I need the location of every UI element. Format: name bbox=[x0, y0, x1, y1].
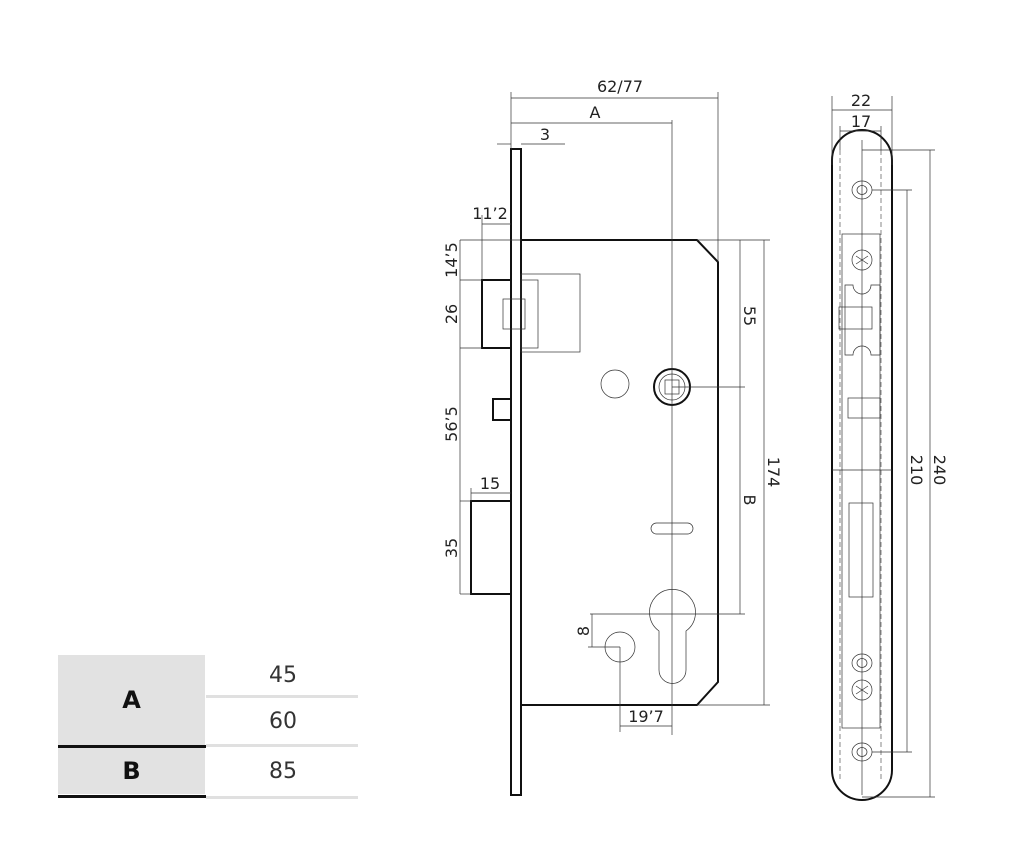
latch-housing bbox=[520, 279, 539, 349]
latch-bolt bbox=[481, 279, 512, 349]
row-divider bbox=[58, 745, 206, 748]
table-value-a-1: 45 bbox=[269, 663, 297, 688]
dim-overall-depth: 62/77 bbox=[597, 77, 643, 96]
auxiliary-latch bbox=[492, 398, 512, 421]
row-divider bbox=[206, 695, 358, 698]
dim-faceplate-thickness: 3 bbox=[540, 125, 550, 144]
dim-latch-offset: 14’5 bbox=[442, 242, 461, 278]
dim-top-to-follower: 55 bbox=[740, 306, 759, 326]
inner-plate bbox=[841, 233, 881, 729]
lock-side-view: 62/77 A 3 11’2 15 14’5 26 56’5 35 8 55 B… bbox=[442, 77, 783, 796]
latch-opening bbox=[844, 284, 881, 356]
dim-deadbolt-projection: 15 bbox=[480, 474, 500, 493]
dim-case-height: 174 bbox=[764, 457, 783, 488]
dim-latch-projection: 11’2 bbox=[472, 204, 508, 223]
screw-icon bbox=[851, 249, 873, 271]
lock-case bbox=[521, 239, 719, 706]
dim-faceplate-length: 240 bbox=[930, 455, 949, 486]
dim-cylinder-spacing: 19’7 bbox=[628, 707, 664, 726]
dim-faceplate-width: 22 bbox=[851, 91, 871, 110]
faceplate-front bbox=[831, 129, 893, 801]
dim-deadbolt-height: 35 bbox=[442, 538, 461, 558]
latch-front bbox=[838, 306, 873, 330]
dim-screw-spacing: 210 bbox=[907, 455, 926, 486]
latch-housing-outer bbox=[520, 273, 581, 353]
dim-latch-to-deadbolt: 56’5 bbox=[442, 406, 461, 442]
table-value-b: 85 bbox=[269, 759, 297, 784]
table-key-a: A bbox=[58, 655, 205, 745]
dim-cylinder-offset: 8 bbox=[574, 626, 593, 636]
table-value-a-2: 60 bbox=[269, 709, 297, 734]
aux-latch-front bbox=[847, 397, 881, 419]
faceplate-side bbox=[510, 148, 522, 796]
row-divider bbox=[58, 795, 206, 798]
deadbolt-opening bbox=[848, 502, 874, 598]
dim-backset: A bbox=[590, 103, 601, 122]
table-key-b: B bbox=[58, 748, 205, 794]
faceplate-front-view: 22 17 210 240 bbox=[831, 91, 949, 801]
cylinder-hole bbox=[649, 589, 696, 684]
dim-latch-height: 26 bbox=[442, 304, 461, 324]
hole-circle bbox=[600, 369, 630, 399]
row-divider bbox=[206, 796, 358, 799]
row-divider bbox=[206, 744, 358, 747]
screw-icon bbox=[851, 679, 873, 701]
dim-b: B bbox=[740, 495, 759, 506]
dim-case-width: 17 bbox=[851, 112, 871, 131]
deadbolt bbox=[470, 500, 512, 595]
latch-bolt-inner bbox=[502, 298, 526, 330]
